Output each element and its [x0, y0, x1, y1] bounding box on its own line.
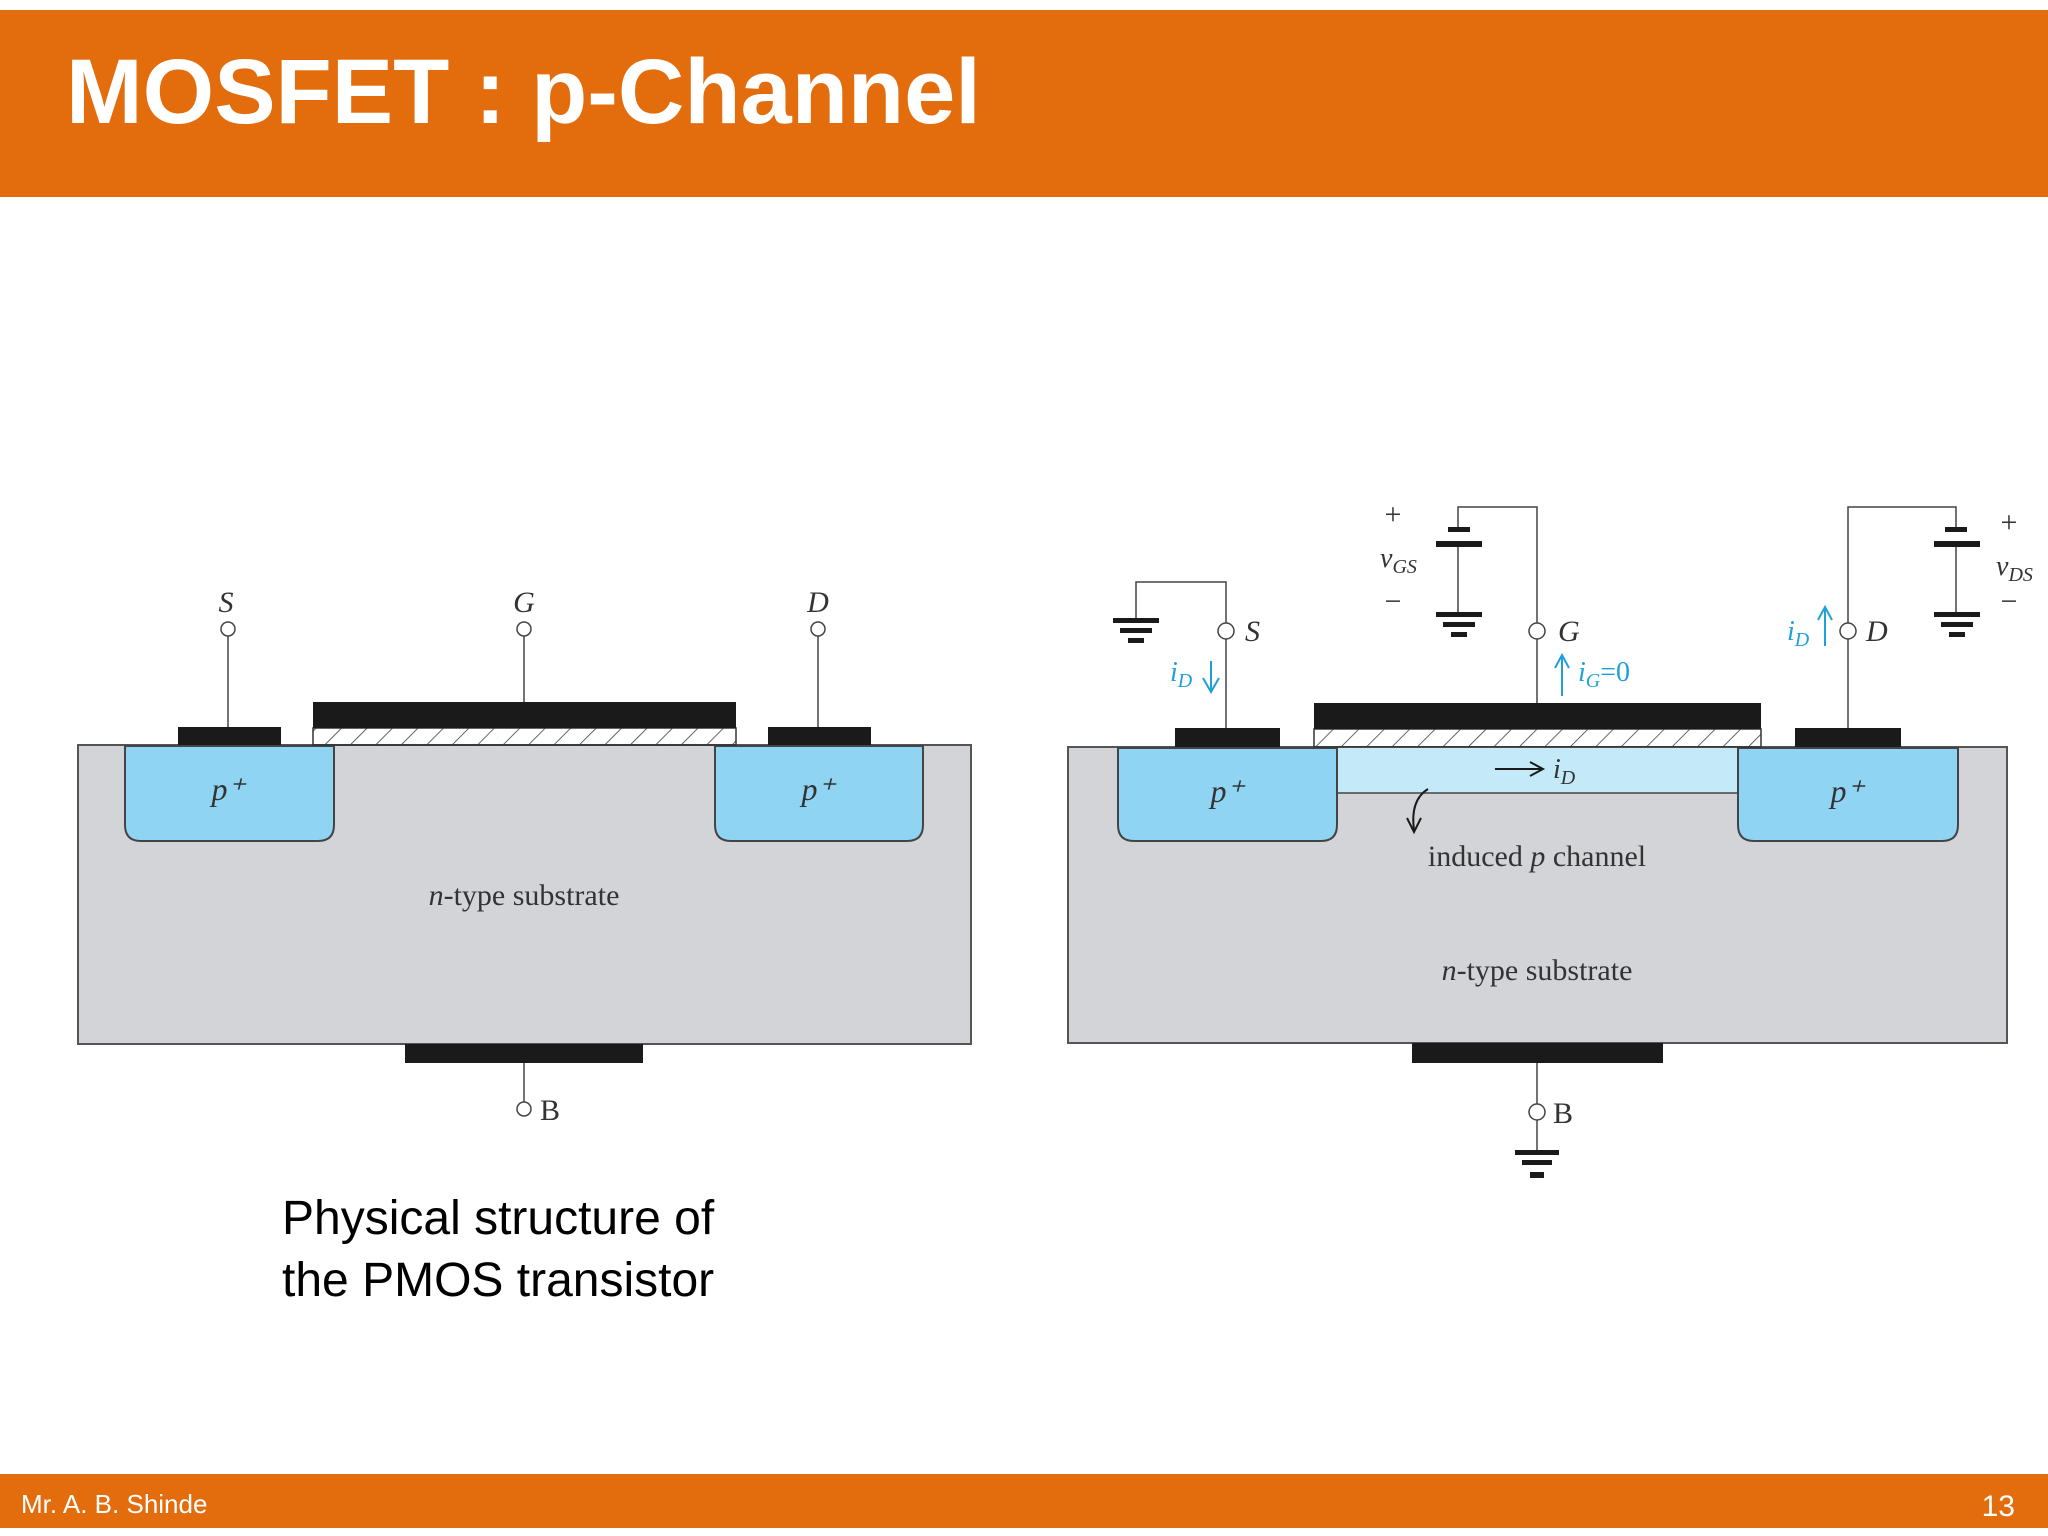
right-body-terminal — [1528, 1103, 1546, 1121]
page-number: 13 — [1981, 1490, 2015, 1523]
vds-plus-label: + — [2001, 506, 2018, 539]
left-source-terminal — [220, 621, 236, 637]
title-bar — [0, 10, 2048, 197]
left-gate-metal — [313, 702, 736, 728]
id-channel-label: iD — [1553, 754, 1576, 789]
right-p-region-drain — [1737, 747, 1959, 842]
right-substrate-label: n-type substrate — [1442, 954, 1633, 987]
left-substrate-label: n-type substrate — [429, 879, 620, 912]
right-drain-label: D — [1865, 615, 1888, 648]
right-source-label: S — [1245, 615, 1260, 648]
right-source-terminal — [1217, 622, 1235, 640]
vds-minus-label: − — [2001, 585, 2018, 618]
vgs-plus-label: + — [1385, 498, 1402, 531]
right-body-contact — [1412, 1043, 1663, 1063]
left-drain-label: D — [806, 586, 829, 619]
diagram-caption: Physical structure of the PMOS transisto… — [282, 1188, 714, 1312]
right-drain-contact — [1795, 728, 1901, 747]
caption-line-2: the PMOS transistor — [282, 1254, 715, 1307]
footer-author: Mr. A. B. Shinde — [21, 1489, 208, 1519]
induced-channel-label: induced p channel — [1428, 840, 1646, 873]
left-body-label: B — [540, 1094, 560, 1127]
right-body-label: B — [1553, 1097, 1573, 1130]
left-body-contact — [405, 1044, 643, 1063]
footer-bar — [0, 1474, 2048, 1528]
ig-label: iG=0 — [1578, 657, 1630, 692]
right-pmos-diagram: S G D B p⁺ p⁺ + vGS − + vDS − iD iG=0 iD… — [1067, 498, 2033, 1178]
left-body-terminal — [516, 1101, 532, 1117]
left-gate-oxide — [312, 727, 737, 746]
ig-gate-arrow-icon — [1554, 652, 1570, 696]
left-pmos-diagram: S G D B p⁺ p⁺ n-type substrate — [77, 586, 972, 1127]
vds-label: vDS — [1996, 551, 2033, 586]
vgs-battery-icon — [1436, 527, 1482, 637]
left-p-region-drain — [714, 745, 924, 842]
right-gate-oxide — [1313, 728, 1762, 748]
left-gate-label: G — [513, 586, 535, 619]
vds-battery-icon — [1934, 527, 1980, 637]
left-source-label: S — [219, 586, 234, 619]
id-drain-arrow-icon — [1817, 604, 1833, 646]
body-ground-icon — [1515, 1150, 1559, 1178]
right-p-source-label: p⁺ — [1209, 773, 1246, 809]
vgs-label: vGS — [1380, 543, 1417, 578]
left-drain-contact — [768, 727, 871, 745]
right-source-contact — [1175, 728, 1280, 747]
right-drain-terminal — [1839, 622, 1857, 640]
vgs-minus-label: − — [1385, 585, 1402, 618]
right-gate-label: G — [1558, 615, 1580, 648]
left-p-source-label: p⁺ — [210, 771, 247, 807]
slide-title: MOSFET : p-Channel — [66, 41, 981, 143]
right-gate-terminal — [1528, 622, 1546, 640]
left-gate-terminal — [516, 621, 532, 637]
right-p-drain-label: p⁺ — [1829, 773, 1866, 809]
caption-line-1: Physical structure of — [282, 1192, 715, 1245]
left-source-contact — [178, 727, 281, 745]
right-p-region-source — [1117, 747, 1338, 842]
id-source-arrow-icon — [1202, 661, 1220, 695]
right-gate-metal — [1314, 703, 1761, 729]
channel-pointer-arrow-icon — [1412, 788, 1429, 831]
channel-current-arrow-icon — [1495, 761, 1546, 777]
left-p-drain-label: p⁺ — [800, 771, 837, 807]
left-drain-terminal — [810, 621, 826, 637]
left-p-region-source — [124, 745, 335, 842]
source-ground-icon — [1113, 618, 1159, 643]
id-source-label: iD — [1170, 657, 1193, 692]
id-drain-label: iD — [1787, 616, 1810, 651]
